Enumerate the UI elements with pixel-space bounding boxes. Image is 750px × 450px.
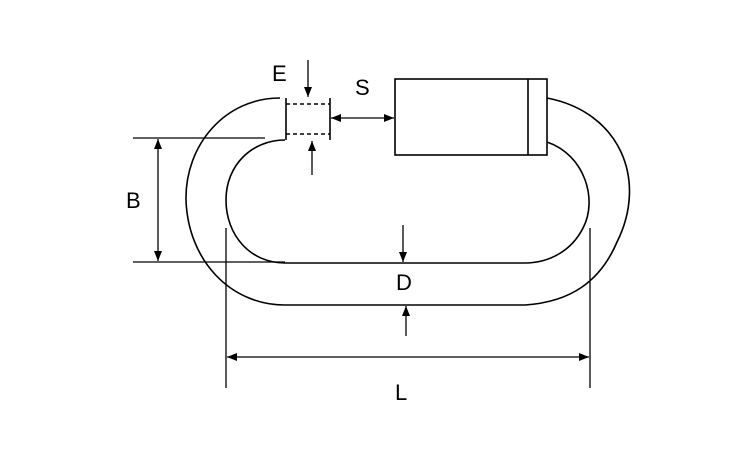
link-inner-contour: [225, 139, 590, 264]
label-s: S: [355, 75, 370, 100]
dimension-d: [399, 225, 410, 336]
label-l: L: [395, 380, 407, 405]
gate-sleeve: [394, 78, 548, 156]
link-body: [185, 97, 631, 306]
label-b: B: [126, 188, 141, 213]
dimension-e: [304, 60, 316, 175]
dimension-b: [133, 137, 285, 263]
label-e: E: [272, 61, 287, 86]
label-d: D: [396, 270, 412, 295]
thread-end: [285, 98, 331, 140]
sleeve-body: [394, 78, 548, 156]
dimension-l: [225, 228, 591, 388]
link-outer-contour: [185, 97, 631, 306]
